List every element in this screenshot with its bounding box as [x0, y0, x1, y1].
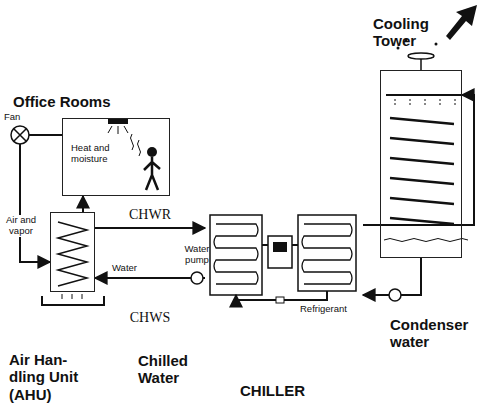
pipe-connector	[82, 196, 84, 212]
spray-header	[386, 94, 462, 96]
room-heading: Office Rooms	[13, 93, 163, 110]
pipe-connector	[95, 277, 205, 279]
water-pump	[389, 289, 401, 301]
expansion-valve	[276, 297, 284, 303]
fan-blades	[14, 129, 26, 141]
person-head	[147, 147, 157, 157]
condenser-shell	[298, 215, 356, 291]
water-spray	[395, 99, 455, 105]
chiller-parts	[210, 215, 356, 303]
pipe-tag: CHWR	[128, 207, 172, 223]
office-room: Office RoomsHeat and moisture	[62, 118, 170, 196]
refrigerant-pipe	[262, 244, 298, 246]
fan-housing	[11, 126, 29, 144]
cooling-coil	[58, 222, 87, 286]
pipe-connector	[95, 227, 205, 229]
pipe-label: Water	[112, 263, 152, 274]
exhaust-arrow	[446, 5, 477, 40]
compressor	[268, 236, 292, 268]
chiller-heading: CHILLER	[240, 382, 340, 399]
office-contents	[108, 119, 160, 190]
fill-slats	[390, 118, 454, 224]
evaporator-shell	[210, 215, 262, 295]
basin-water	[384, 239, 468, 242]
loop-heading: Chilled Water	[138, 352, 208, 387]
evaporator-coil	[214, 224, 258, 284]
unit-heading: Air Han- dling Unit (AHU)	[9, 351, 99, 403]
air-label: Air and vapor	[0, 215, 42, 237]
condenser-coil	[302, 224, 352, 284]
vapor-drop	[435, 43, 438, 46]
pipe-tag: CHWS	[129, 310, 171, 326]
room-note: Heat and moisture	[71, 143, 127, 165]
cooling-tower: Cooling Tower	[380, 70, 462, 258]
ceiling-lamp	[108, 119, 128, 124]
drain-pan	[42, 296, 104, 305]
tower-fan	[408, 53, 434, 59]
chiller: CHILLER	[205, 210, 363, 305]
compressor-motor	[273, 242, 287, 252]
air-handling-unit: Air Han- dling Unit (AHU)	[50, 212, 95, 292]
pipe-connector	[20, 135, 62, 262]
heat-waves	[131, 134, 141, 156]
fan-label: Fan	[4, 112, 34, 123]
person-body	[144, 157, 160, 190]
water-pump	[191, 272, 203, 284]
fan-symbol	[11, 126, 29, 144]
lamp-rays	[108, 126, 128, 134]
tower-heading: Cooling Tower	[373, 15, 445, 50]
condensate-drips	[62, 294, 82, 299]
refrigerant-label: Refrigerant	[300, 304, 360, 315]
loop-heading: Condenser water	[390, 316, 480, 351]
pump-label: Water pump	[176, 244, 218, 266]
